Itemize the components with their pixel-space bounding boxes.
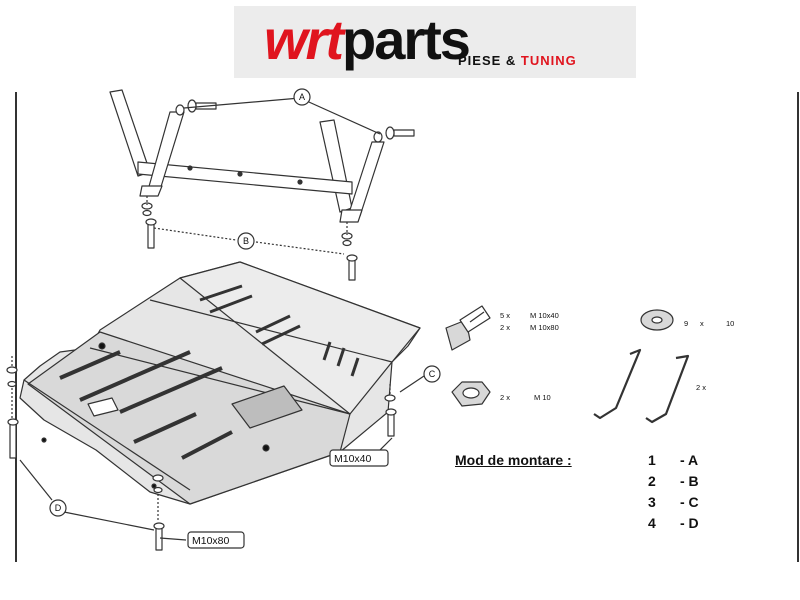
bracket-parts bbox=[593, 348, 690, 424]
bracket-qty: 2 x bbox=[696, 383, 706, 392]
nut-spec: M 10 bbox=[534, 393, 551, 402]
mounting-letter: - B bbox=[680, 473, 699, 489]
callout-a: A bbox=[299, 92, 305, 102]
bracket-bolts bbox=[175, 99, 415, 143]
logo-wordmark: wrtparts bbox=[264, 8, 471, 71]
callout-b: B bbox=[243, 236, 249, 246]
frame-right-border bbox=[797, 92, 799, 562]
logo-parts: parts bbox=[342, 8, 471, 71]
washer-part bbox=[640, 309, 674, 331]
plate-bolts-left bbox=[6, 366, 165, 551]
mounting-num: 2 bbox=[648, 473, 656, 489]
mounting-letter: - A bbox=[680, 452, 699, 468]
brand-logo: wrtparts PIESE & TUNING bbox=[234, 6, 636, 78]
plate-bolts-right bbox=[384, 394, 397, 437]
callout-d: D bbox=[55, 503, 62, 513]
nut-part bbox=[451, 381, 491, 407]
washer-x: x bbox=[700, 319, 704, 328]
mounting-letter: - C bbox=[680, 494, 699, 510]
mounting-letter: - D bbox=[680, 515, 699, 531]
bolt-spec-2: M 10x80 bbox=[530, 323, 559, 332]
mounting-num: 4 bbox=[648, 515, 656, 531]
nut-qty: 2 x bbox=[500, 393, 510, 402]
frame-left-border bbox=[15, 92, 17, 562]
bolt-qty-2: 2 x bbox=[500, 323, 510, 332]
mounting-title: Mod de montare : bbox=[455, 452, 572, 468]
label-m10x40: M10x40 bbox=[334, 453, 372, 465]
logo-wrt: wrt bbox=[264, 8, 344, 71]
washer-spec: 10 bbox=[726, 319, 734, 328]
label-m10x80: M10x80 bbox=[192, 535, 230, 547]
washer-qty: 9 bbox=[684, 319, 688, 328]
logo-tag-b: TUNING bbox=[520, 53, 577, 68]
bolt-spec-1: M 10x40 bbox=[530, 311, 559, 320]
callout-c: C bbox=[429, 369, 436, 379]
skid-plate bbox=[19, 261, 421, 505]
logo-tagline: PIESE & TUNING bbox=[458, 53, 577, 68]
bolt-part bbox=[445, 305, 491, 351]
bolt-qty-1: 5 x bbox=[500, 311, 510, 320]
mounting-num: 1 bbox=[648, 452, 656, 468]
logo-tag-a: PIESE & bbox=[458, 53, 517, 68]
mounting-num: 3 bbox=[648, 494, 656, 510]
cross-member-bracket bbox=[109, 89, 385, 223]
frame-bolts bbox=[141, 202, 358, 281]
